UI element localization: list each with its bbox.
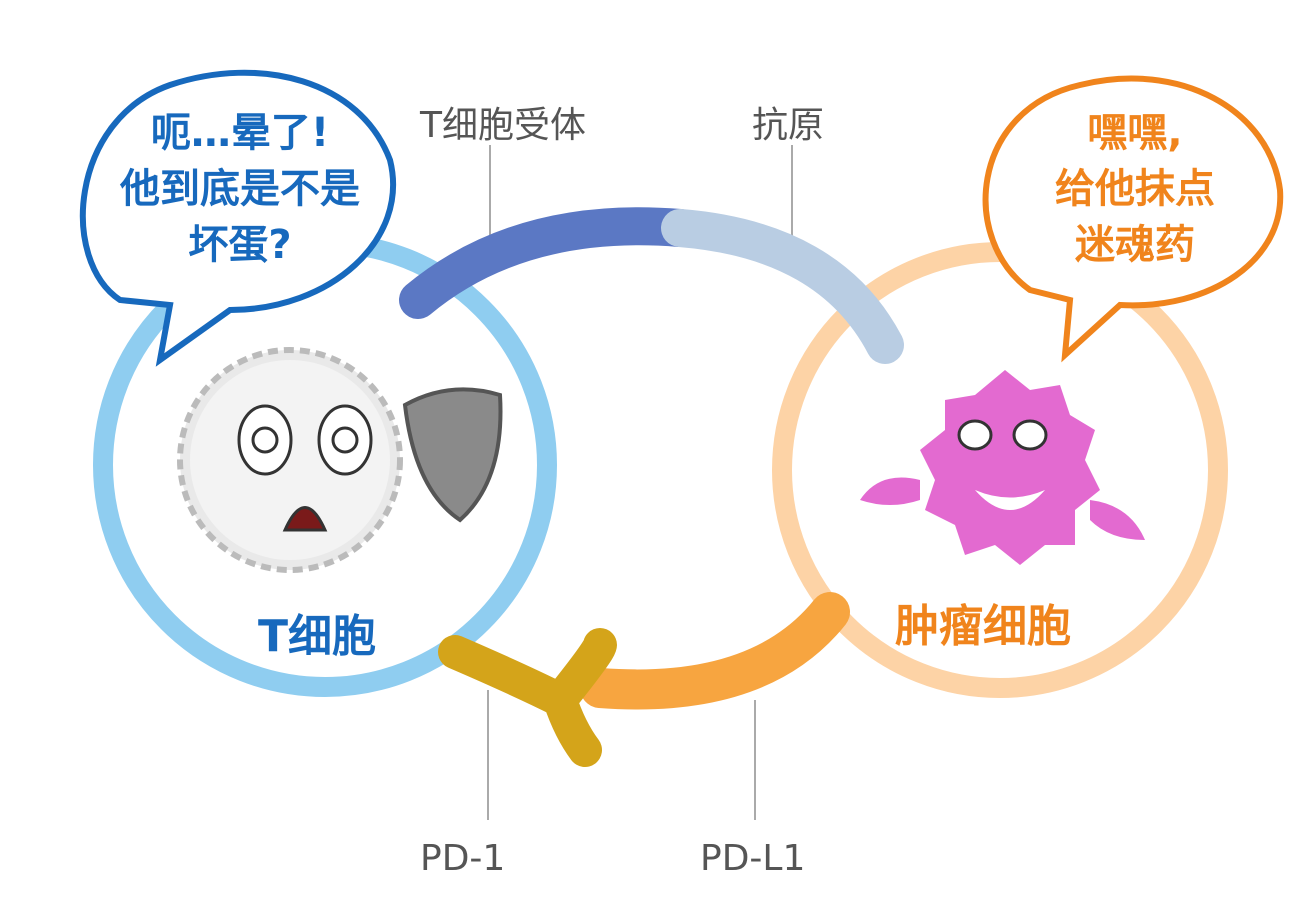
tumor-speech-bubble — [982, 75, 1284, 363]
tumor-cell-label: 肿瘤细胞 — [895, 601, 1071, 652]
speech-line: 坏蛋? — [188, 222, 292, 268]
pd1-receptor — [438, 628, 617, 767]
speech-line: 给他抹点 — [1055, 166, 1215, 212]
t-cell-label: T细胞 — [258, 611, 377, 662]
antigen-arc — [661, 209, 904, 364]
speech-line: 嘿嘿, — [1087, 110, 1183, 156]
antigen-label: 抗原 — [752, 105, 825, 146]
shield-icon — [402, 387, 503, 523]
pdl1-label: PD-L1 — [700, 838, 806, 879]
t-cell-speech-text: 呃…晕了! 他到底是不是 坏蛋? — [85, 105, 395, 273]
t-cell-speech-bubble — [79, 69, 397, 367]
t-cell-character — [177, 347, 403, 573]
speech-line: 迷魂药 — [1075, 222, 1195, 268]
pdl1-arc — [580, 592, 850, 710]
tcr-label: T细胞受体 — [420, 105, 586, 146]
pd1-label: PD-1 — [420, 838, 506, 879]
tumor-speech-text: 嘿嘿, 给他抹点 迷魂药 — [1000, 105, 1270, 273]
tcr-arc — [399, 207, 699, 319]
tumor-cell-character — [860, 370, 1145, 565]
speech-line: 呃…晕了! — [150, 110, 330, 156]
speech-line: 他到底是不是 — [120, 166, 360, 212]
